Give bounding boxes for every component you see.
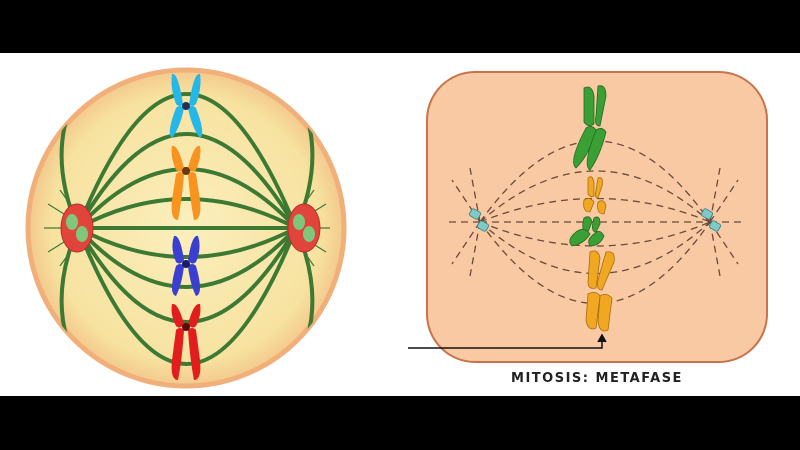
right-cell: MITOSIS: METAFASE — [408, 71, 768, 386]
right-chromosome-yellow-small — [583, 176, 607, 215]
left-centrosome-east — [287, 203, 321, 253]
right-chromosome-green-small — [569, 216, 605, 247]
right-centriole-west — [469, 208, 489, 232]
pointer-arrow — [408, 333, 607, 349]
chromosome-orange — [171, 145, 201, 220]
chromosome-cyan — [169, 73, 203, 138]
left-cell — [25, 67, 347, 389]
right-chromosome-green-large — [573, 85, 607, 171]
chromosome-blue — [172, 235, 200, 296]
right-centriole-east — [701, 208, 721, 232]
caption: MITOSIS: METAFASE — [511, 371, 683, 386]
right-chromosome-yellow-large — [585, 250, 615, 332]
left-centrosome-west — [60, 203, 94, 253]
chromosome-red — [171, 303, 201, 380]
